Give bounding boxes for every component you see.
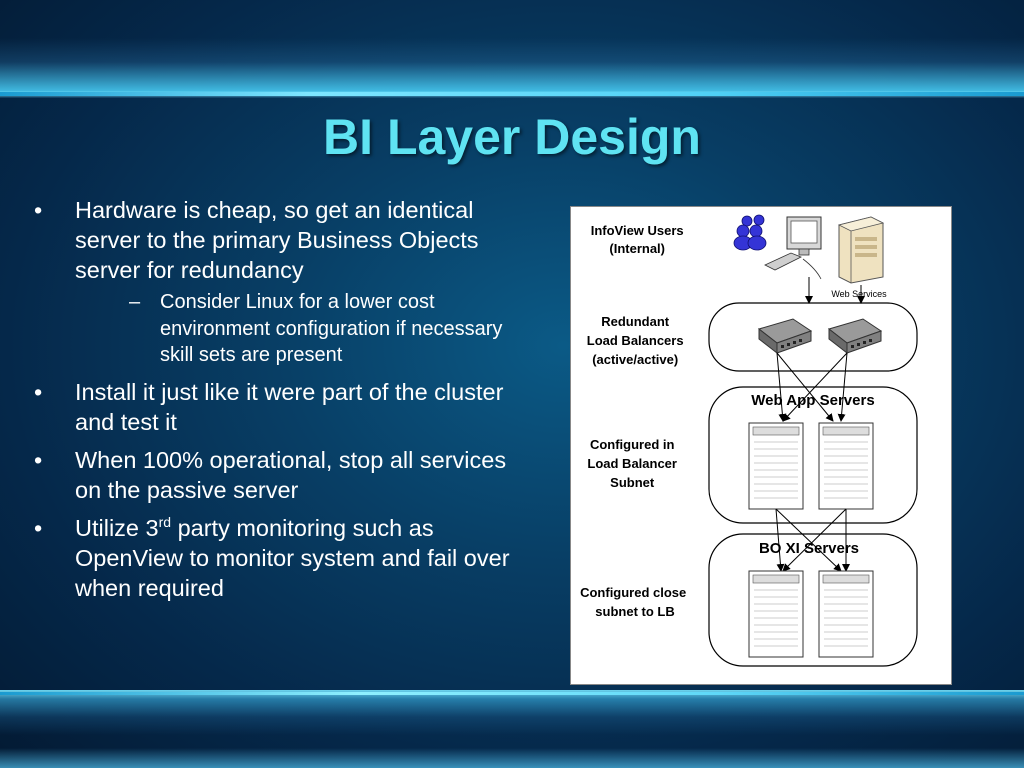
bullet-dot: •	[34, 378, 43, 405]
label-cfg2-1: Configured close	[580, 585, 686, 600]
label-web-services: Web Services	[831, 289, 887, 299]
label-cfg-3: Subnet	[610, 475, 655, 490]
app-server-doc-icon	[818, 422, 874, 510]
bullet-item: • When 100% operational, stop all servic…	[34, 445, 514, 505]
sub-bullet-text: Consider Linux for a lower cost environm…	[160, 291, 503, 366]
label-boxi-servers: BO XI Servers	[759, 540, 859, 557]
label-users-2: (Internal)	[609, 241, 665, 256]
bullet-dot: •	[34, 197, 43, 223]
bullet-superscript: rd	[158, 513, 172, 530]
label-lb-3: (active/active)	[592, 352, 678, 367]
slide-title: BI Layer Design	[323, 109, 701, 165]
server-tower-icon	[837, 216, 885, 284]
architecture-diagram: InfoView Users (Internal) Redundant Load…	[570, 206, 952, 685]
lb-group-box	[708, 302, 918, 372]
monitor-icon	[786, 216, 822, 256]
bullet-dot: •	[34, 514, 43, 541]
label-cfg2-2: subnet to LB	[595, 604, 674, 619]
bullet-list: • Hardware is cheap, so get an identical…	[34, 195, 514, 611]
sub-bullet-item: – Consider Linux for a lower cost enviro…	[75, 289, 514, 369]
bottom-glow-line	[0, 692, 1024, 695]
svg-text:InfoView Users (Internal: InfoView Users (Internal) Redundant Load…	[580, 223, 690, 619]
keyboard-icon	[764, 252, 802, 271]
sub-bullet-dash: –	[129, 291, 141, 313]
top-glow-band	[0, 38, 1024, 98]
app-server-doc-icon	[748, 422, 804, 510]
bullet-item: • Hardware is cheap, so get an identical…	[34, 195, 514, 369]
label-lb-1: Redundant	[601, 314, 670, 329]
bullet-text-after: party monitoring such as OpenView to mon…	[75, 514, 510, 601]
label-users-1: InfoView Users	[591, 223, 684, 238]
bullet-item: • Install it just like it were part of t…	[34, 377, 514, 437]
label-cfg-2: Load Balancer	[587, 456, 677, 471]
app-server-doc-icon	[748, 570, 804, 658]
bullet-dot: •	[34, 446, 43, 473]
bullet-text: Install it just like it were part of the…	[75, 378, 504, 435]
label-web-app-servers: Web App Servers	[751, 392, 874, 409]
app-server-doc-icon	[818, 570, 874, 658]
label-cfg-1: Configured in	[590, 437, 675, 452]
bullet-item: • Utilize 3rd party monitoring such as O…	[34, 513, 514, 603]
users-icon	[733, 214, 767, 251]
bullet-text: Hardware is cheap, so get an identical s…	[75, 197, 479, 283]
top-glow-line	[0, 92, 1024, 96]
bottom-glow-band	[0, 690, 1024, 735]
bullet-text: When 100% operational, stop all services…	[75, 446, 507, 503]
label-lb-2: Load Balancers	[587, 333, 684, 348]
bottom-edge-glow	[0, 748, 1024, 768]
bullet-text-before: Utilize 3	[75, 514, 159, 541]
